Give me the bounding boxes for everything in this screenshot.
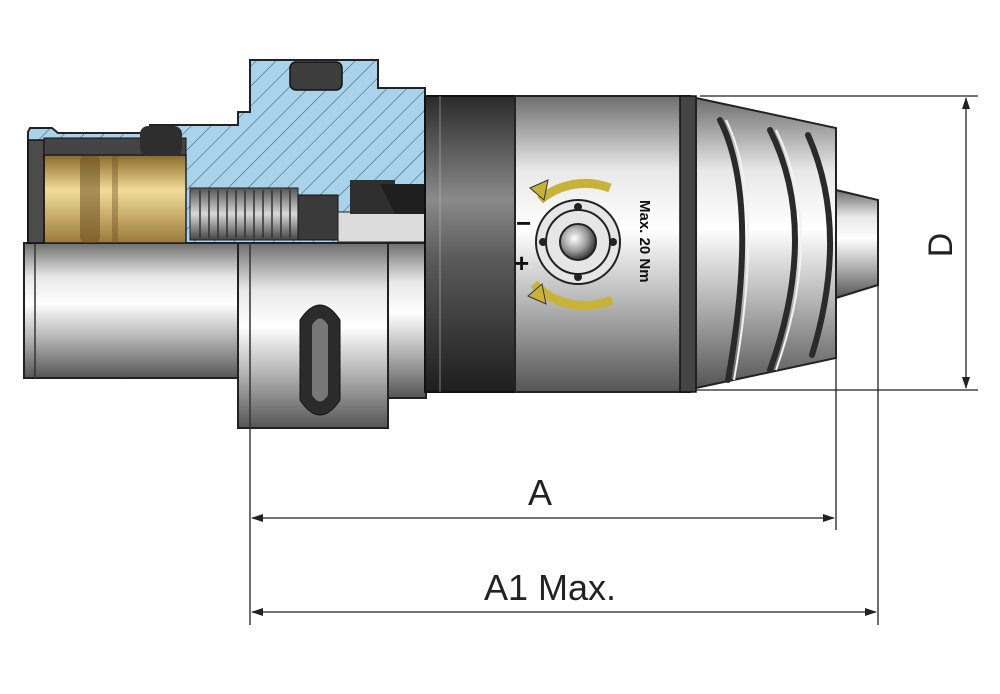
rotate-arrow-icon (527, 283, 547, 305)
shank (23, 242, 240, 379)
flange (237, 242, 427, 429)
minus-symbol: − (516, 208, 531, 238)
dimension-lines (249, 95, 978, 625)
rotate-arrow-icon (529, 179, 549, 201)
chuck-collar (424, 95, 516, 393)
torque-text: Max. 20 Nm (636, 200, 653, 283)
torque-marking: − + Max. 20 Nm (514, 178, 653, 311)
dimension-d: D (922, 97, 970, 389)
dimension-a: A (251, 472, 835, 522)
dimension-label-a1-max: A1 Max. (484, 567, 616, 608)
dimension-label-a: A (528, 472, 552, 513)
dimension-label-d: D (922, 233, 960, 258)
shank-section (27, 59, 427, 244)
chuck-nose (695, 96, 879, 390)
plus-symbol: + (514, 248, 529, 278)
dimension-a1-max: A1 Max. (251, 567, 877, 616)
